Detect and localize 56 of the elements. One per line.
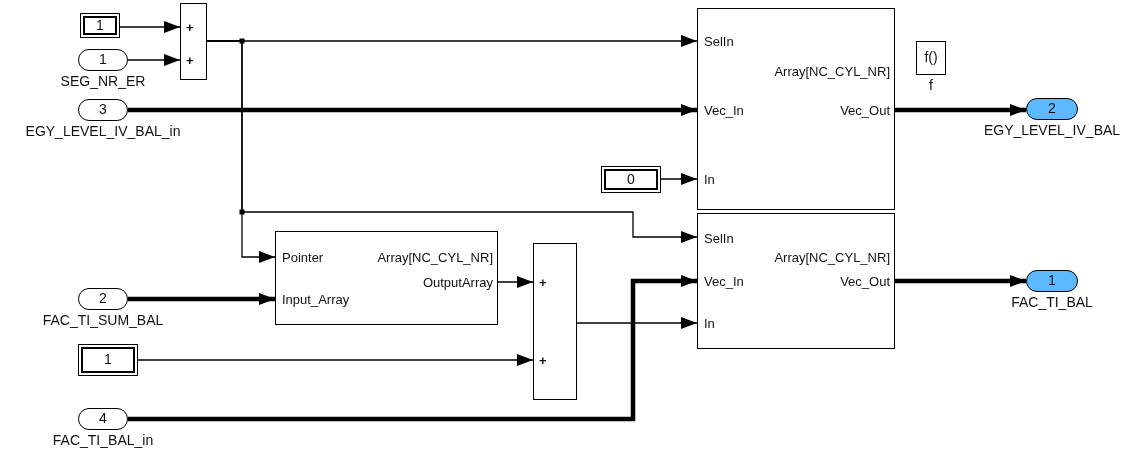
port-label: SelIn: [704, 231, 734, 247]
block-value: 0: [626, 171, 636, 188]
block-value: 1: [103, 352, 113, 368]
bus-signal-arrow: [895, 275, 1026, 287]
block-value: f(): [923, 50, 939, 66]
selector-block: [275, 231, 498, 325]
sum-block: [533, 243, 577, 400]
bus-signal-arrow: [895, 104, 1026, 116]
constant-block: [80, 13, 120, 38]
constant-block: [601, 166, 661, 193]
bus-signal-arrow: [128, 104, 697, 116]
signal-arrow: [576, 317, 698, 329]
port-label: Vec_Out: [840, 103, 890, 119]
port-label: Array[NC_CYL_NR]: [774, 64, 890, 80]
block-value: 2: [98, 291, 108, 307]
port-label: Array[NC_CYL_NR]: [774, 250, 890, 266]
sign-label: +: [186, 20, 194, 36]
block-name: FAC_TI_BAL_in: [52, 432, 154, 448]
selector-block: [697, 213, 895, 349]
port-label: In: [704, 172, 715, 188]
sign-label: +: [539, 353, 547, 369]
port-label: Vec_In: [704, 103, 744, 119]
signal-arrow: [119, 21, 181, 33]
block-value: 3: [98, 102, 108, 118]
block-name: FAC_TI_BAL: [1011, 294, 1093, 310]
block-name: EGY_LEVEL_IV_BAL_in: [25, 123, 181, 139]
signal-arrow: [137, 354, 534, 366]
block-name: SEG_NR_ER: [60, 73, 146, 89]
bus-signal-arrow: [128, 275, 697, 422]
block-value: 2: [1047, 101, 1057, 117]
sign-label: +: [539, 275, 547, 291]
port-label: Vec_In: [704, 274, 744, 290]
port-label: OutputArray: [422, 275, 493, 291]
block-value: 1: [1047, 273, 1057, 289]
port-label: Input_Array: [282, 292, 350, 308]
function-block: [916, 41, 946, 75]
block-value: 1: [98, 52, 108, 68]
block-value: 4: [98, 411, 108, 427]
bus-signal-arrow: [128, 293, 275, 305]
port-label: Pointer: [282, 250, 324, 266]
signal-arrow: [660, 173, 698, 185]
constant-block: [78, 344, 138, 376]
port-label: Vec_Out: [840, 274, 890, 290]
signal-arrow: [206, 40, 698, 243]
sign-label: +: [186, 53, 194, 69]
signal-arrow: [497, 276, 534, 288]
block-name: FAC_TI_SUM_BAL: [42, 312, 164, 328]
selector-block: [697, 8, 895, 210]
block-name: EGY_LEVEL_IV_BAL: [983, 122, 1121, 138]
port-label: Array[NC_CYL_NR]: [377, 250, 493, 266]
port-label: In: [704, 316, 715, 332]
port-label: SelIn: [704, 34, 734, 50]
signal-arrow: [127, 54, 181, 66]
block-value: 1: [95, 17, 105, 34]
sum-block: [180, 3, 207, 80]
block-name: f: [929, 77, 933, 93]
